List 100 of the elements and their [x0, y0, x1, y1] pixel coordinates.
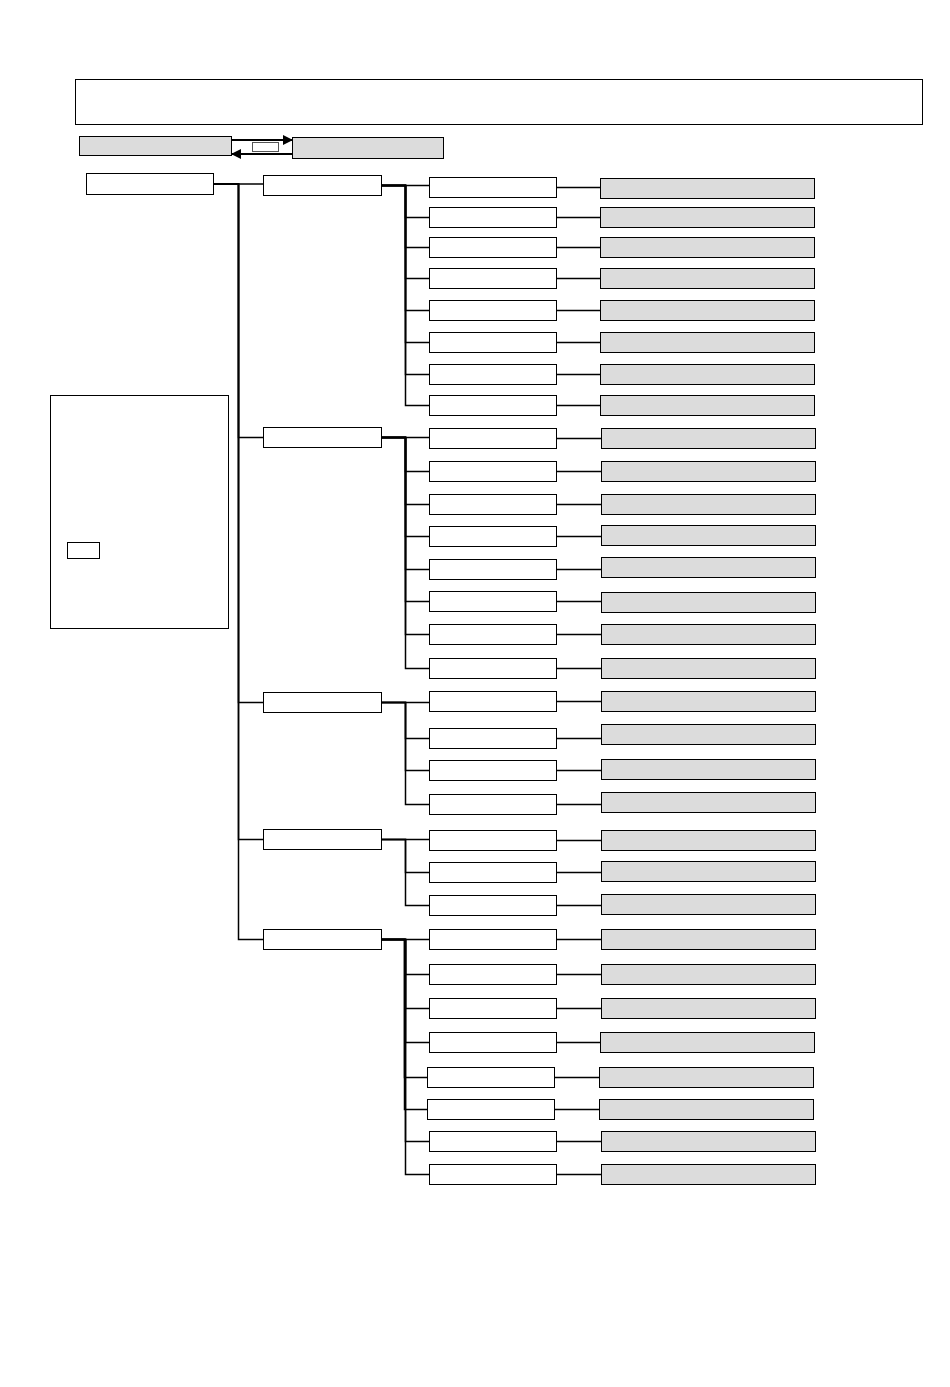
- shaded-box: [601, 964, 816, 985]
- blank-box: [263, 175, 382, 196]
- connector-line: [381, 838, 430, 907]
- shaded-box: [600, 207, 815, 228]
- connector-line: [556, 973, 602, 976]
- shaded-box: [79, 136, 232, 156]
- connector-line: [556, 1173, 602, 1176]
- blank-box: [429, 964, 557, 985]
- blank-box: [263, 829, 382, 850]
- shaded-box: [601, 792, 816, 813]
- blank-box: [427, 1067, 555, 1088]
- shaded-box: [601, 592, 816, 613]
- blank-box: [429, 177, 557, 198]
- shaded-box: [600, 237, 815, 258]
- blank-box: [429, 207, 557, 228]
- blank-box: [50, 395, 229, 629]
- connector-line: [556, 568, 602, 571]
- blank-box: [263, 929, 382, 950]
- blank-box: [75, 79, 923, 125]
- blank-box: [67, 542, 100, 559]
- shaded-box: [599, 1067, 814, 1088]
- shaded-box: [601, 624, 816, 645]
- connector-line: [556, 341, 601, 344]
- connector-line: [554, 1076, 600, 1079]
- blank-box: [429, 760, 557, 781]
- connector-line: [556, 938, 602, 941]
- blank-box: [429, 794, 557, 815]
- blank-box: [429, 895, 557, 916]
- connector-line: [556, 246, 601, 249]
- blank-box: [429, 559, 557, 580]
- blank-box: [263, 427, 382, 448]
- blank-box: [263, 692, 382, 713]
- blank-box: [427, 1099, 555, 1120]
- connector-line: [556, 404, 601, 407]
- shaded-box: [599, 1099, 814, 1120]
- connector-line: [556, 600, 602, 603]
- blank-box: [429, 395, 557, 416]
- blank-box: [429, 1164, 557, 1185]
- blank-box: [429, 830, 557, 851]
- blank-box: [429, 364, 557, 385]
- blank-box: [252, 142, 279, 152]
- shaded-box: [601, 724, 816, 745]
- shaded-box: [600, 268, 815, 289]
- shaded-box: [601, 494, 816, 515]
- shaded-box: [292, 137, 444, 159]
- connector-line: [556, 437, 602, 440]
- connector-line: [556, 309, 601, 312]
- blank-box: [429, 526, 557, 547]
- connector-line: [556, 1140, 602, 1143]
- shaded-box: [600, 364, 815, 385]
- shaded-box: [600, 300, 815, 321]
- shaded-box: [601, 759, 816, 780]
- blank-box: [86, 173, 214, 195]
- blank-box: [429, 691, 557, 712]
- shaded-box: [601, 894, 816, 915]
- connector-line: [556, 667, 602, 670]
- blank-box: [429, 494, 557, 515]
- connector-line: [554, 1108, 600, 1111]
- connector-line: [556, 1007, 602, 1010]
- blank-box: [429, 332, 557, 353]
- shaded-box: [601, 861, 816, 882]
- connector-line: [556, 803, 602, 806]
- shaded-box: [601, 830, 816, 851]
- blank-box: [429, 268, 557, 289]
- connector-line: [556, 186, 601, 189]
- shaded-box: [601, 1164, 816, 1185]
- connector-line: [556, 373, 601, 376]
- shaded-box: [601, 691, 816, 712]
- shaded-box: [601, 557, 816, 578]
- blank-box: [429, 658, 557, 679]
- connector-line: [556, 871, 602, 874]
- connector-line: [381, 701, 430, 806]
- connector-line: [556, 769, 602, 772]
- connector-line: [556, 737, 602, 740]
- shaded-box: [601, 658, 816, 679]
- shaded-box: [601, 929, 816, 950]
- connector-line: [556, 535, 602, 538]
- blank-box: [429, 591, 557, 612]
- arrow: [231, 135, 293, 145]
- shaded-box: [601, 525, 816, 546]
- blank-box: [429, 998, 557, 1019]
- connector-line: [556, 1041, 601, 1044]
- blank-box: [429, 461, 557, 482]
- shaded-box: [600, 178, 815, 199]
- arrow: [231, 149, 293, 159]
- connector-line: [556, 633, 602, 636]
- shaded-box: [601, 998, 816, 1019]
- connector-line: [556, 700, 602, 703]
- connector-line: [556, 503, 602, 506]
- blank-box: [429, 728, 557, 749]
- shaded-box: [600, 332, 815, 353]
- connector-line: [556, 839, 602, 842]
- connector-line: [556, 277, 601, 280]
- shaded-box: [600, 1032, 815, 1053]
- connector-line: [556, 470, 602, 473]
- shaded-box: [601, 428, 816, 449]
- blank-box: [429, 300, 557, 321]
- shaded-box: [601, 461, 816, 482]
- shaded-box: [601, 1131, 816, 1152]
- shaded-box: [600, 395, 815, 416]
